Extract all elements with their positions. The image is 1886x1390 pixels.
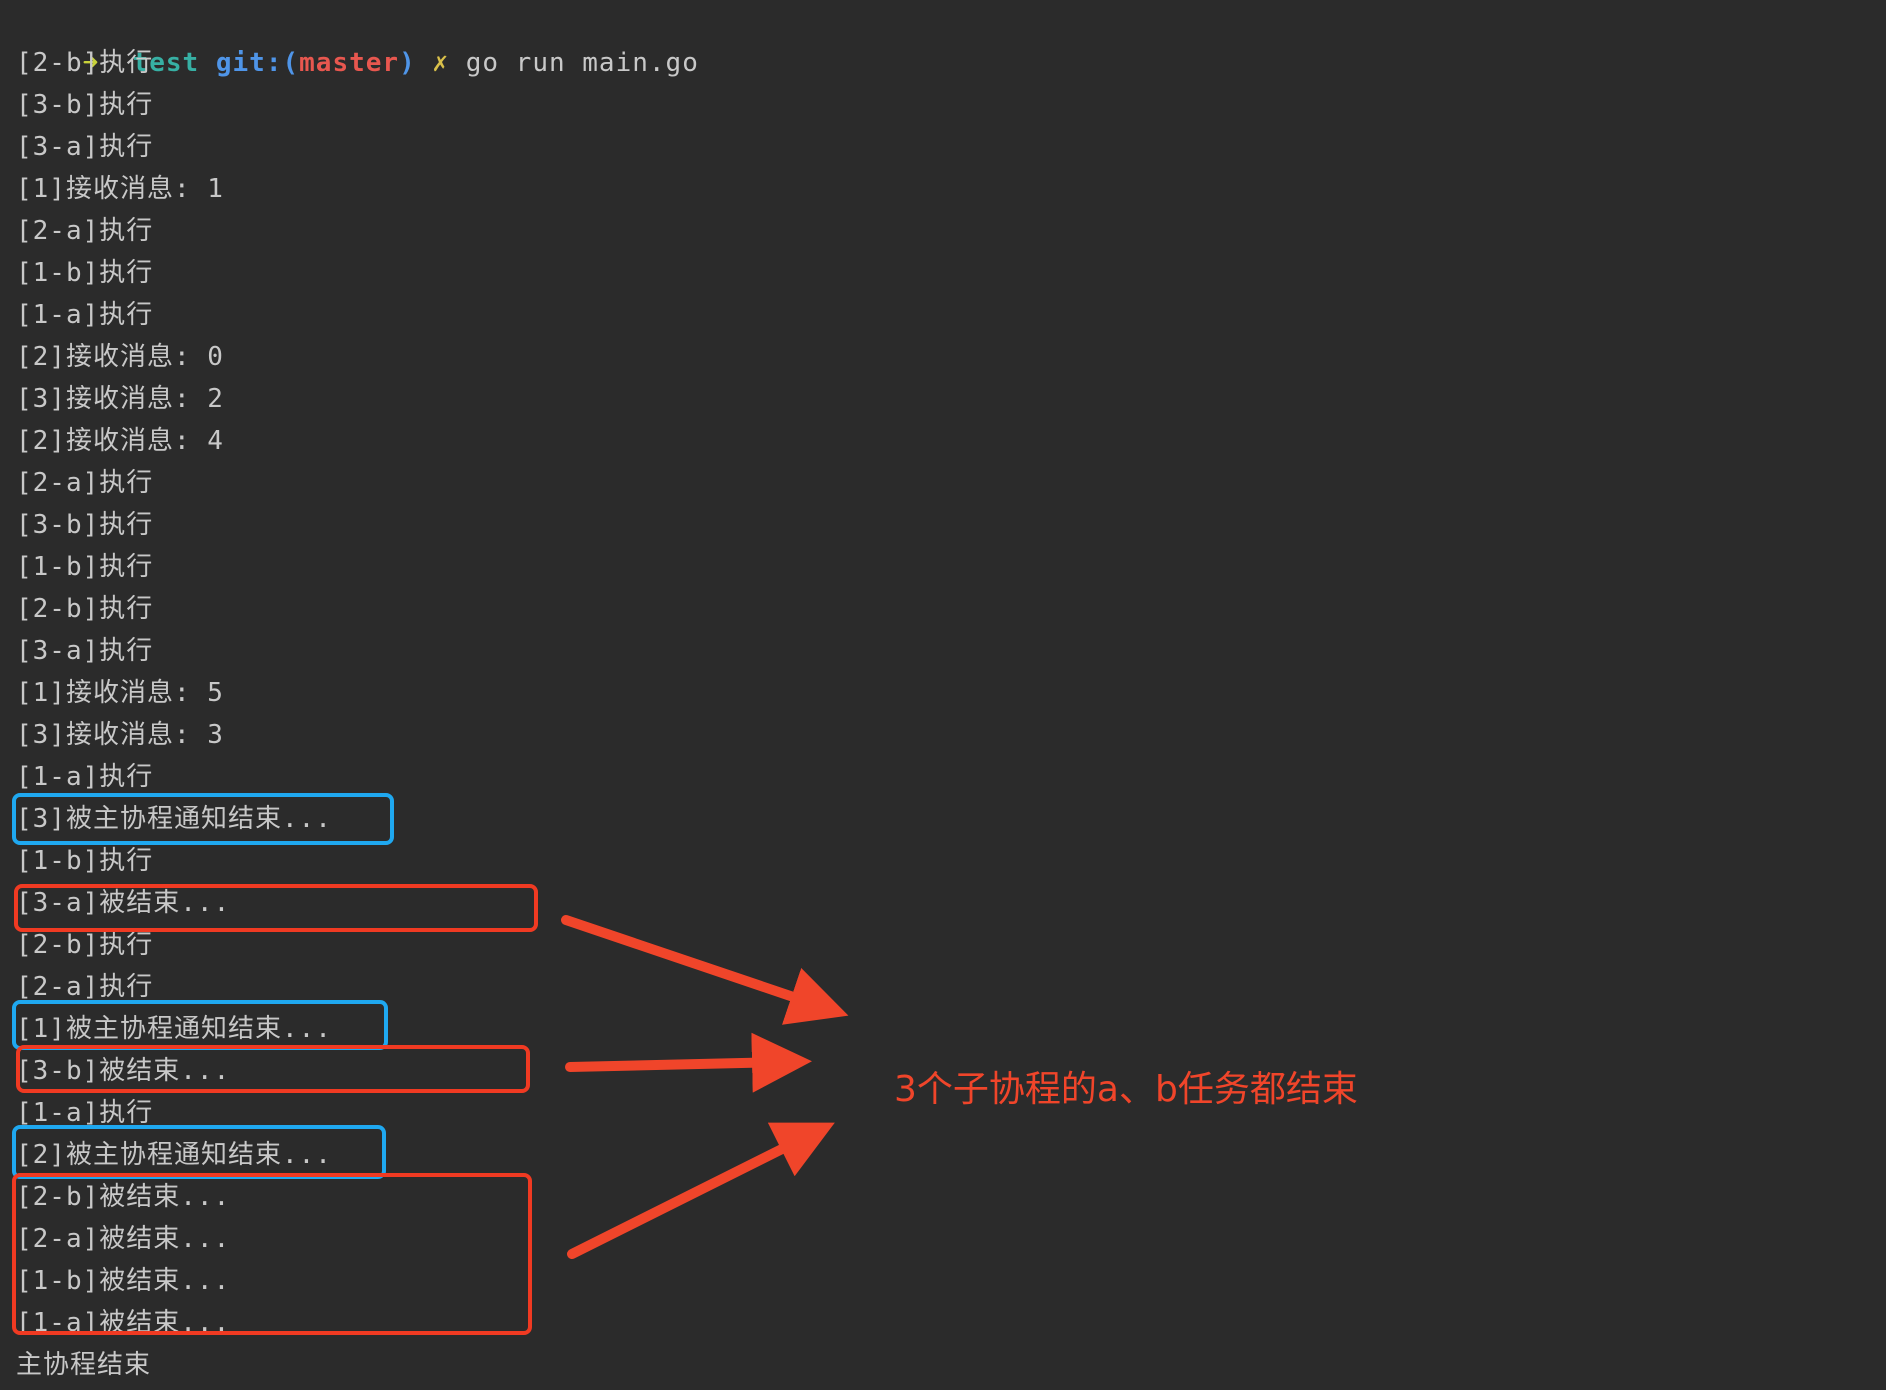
terminal-output-line: [3-a]被结束...: [16, 888, 231, 918]
terminal-output-line: [3-b]被结束...: [16, 1056, 231, 1086]
terminal-output-line: [3]接收消息: 3: [16, 720, 224, 750]
terminal-output-line: [2-b]执行: [16, 594, 154, 624]
terminal-output-line: [1-b]执行: [16, 552, 154, 582]
prompt-line: ➜ test git:(master) ✗ go run main.go: [16, 0, 699, 78]
arrow-top: [561, 915, 849, 1025]
highlight-box-remaining-end: [12, 1173, 532, 1335]
highlight-box-main-notify-2: [12, 1125, 386, 1179]
prompt-git-label: git:(: [215, 48, 300, 78]
terminal-output-line: [3-b]执行: [16, 510, 154, 540]
prompt-dirty-icon: ✗: [432, 48, 450, 78]
terminal-output-line: [2]被主协程通知结束...: [16, 1140, 332, 1170]
arrow-middle: [565, 1032, 812, 1093]
terminal-output-line: [1-b]执行: [16, 258, 154, 288]
terminal-output-line: [2-a]被结束...: [16, 1224, 231, 1254]
arrow-bottom: [567, 1122, 835, 1259]
terminal-output-line: [2-a]执行: [16, 468, 154, 498]
terminal-output-line: [1]接收消息: 5: [16, 678, 224, 708]
terminal-output-line: [2-b]被结束...: [16, 1182, 231, 1212]
terminal-output-line: [1-a]执行: [16, 300, 154, 330]
prompt-git-close: ): [399, 48, 416, 78]
terminal-output-line: 主协程结束: [16, 1350, 152, 1380]
terminal-output-line: [1]接收消息: 1: [16, 174, 224, 204]
terminal-output-line: [2]接收消息: 4: [16, 426, 224, 456]
highlight-box-main-notify-3: [12, 793, 394, 845]
terminal-output-line: [3-b]执行: [16, 90, 154, 120]
prompt-branch: master: [299, 48, 400, 78]
annotation-note: 3个子协程的a、b任务都结束: [894, 1069, 1358, 1110]
terminal-output-line: [3]被主协程通知结束...: [16, 804, 332, 834]
terminal-output-line: [2-a]执行: [16, 216, 154, 246]
terminal-output-line: [3-a]执行: [16, 132, 154, 162]
terminal-output-line: [2]接收消息: 0: [16, 342, 224, 372]
prompt-arrow-icon: ➜: [82, 48, 100, 78]
terminal-output-line: [2-b]执行: [16, 48, 154, 78]
highlight-box-3a-end: [14, 884, 538, 932]
terminal-output-line: [1-b]被结束...: [16, 1266, 231, 1296]
terminal-output-line: [1-a]执行: [16, 1098, 154, 1128]
terminal-output-line: [1-a]执行: [16, 762, 154, 792]
terminal-output-line: [1-b]执行: [16, 846, 154, 876]
highlight-box-3b-end: [16, 1045, 530, 1093]
terminal-output-line: [2-a]执行: [16, 972, 154, 1002]
terminal-output-line: [1]被主协程通知结束...: [16, 1014, 332, 1044]
terminal-output-line: [2-b]执行: [16, 930, 154, 960]
prompt-command: go run main.go: [465, 48, 699, 78]
terminal-output-line: [3]接收消息: 2: [16, 384, 224, 414]
terminal-output-line: [3-a]执行: [16, 636, 154, 666]
prompt-directory: test: [132, 48, 200, 78]
